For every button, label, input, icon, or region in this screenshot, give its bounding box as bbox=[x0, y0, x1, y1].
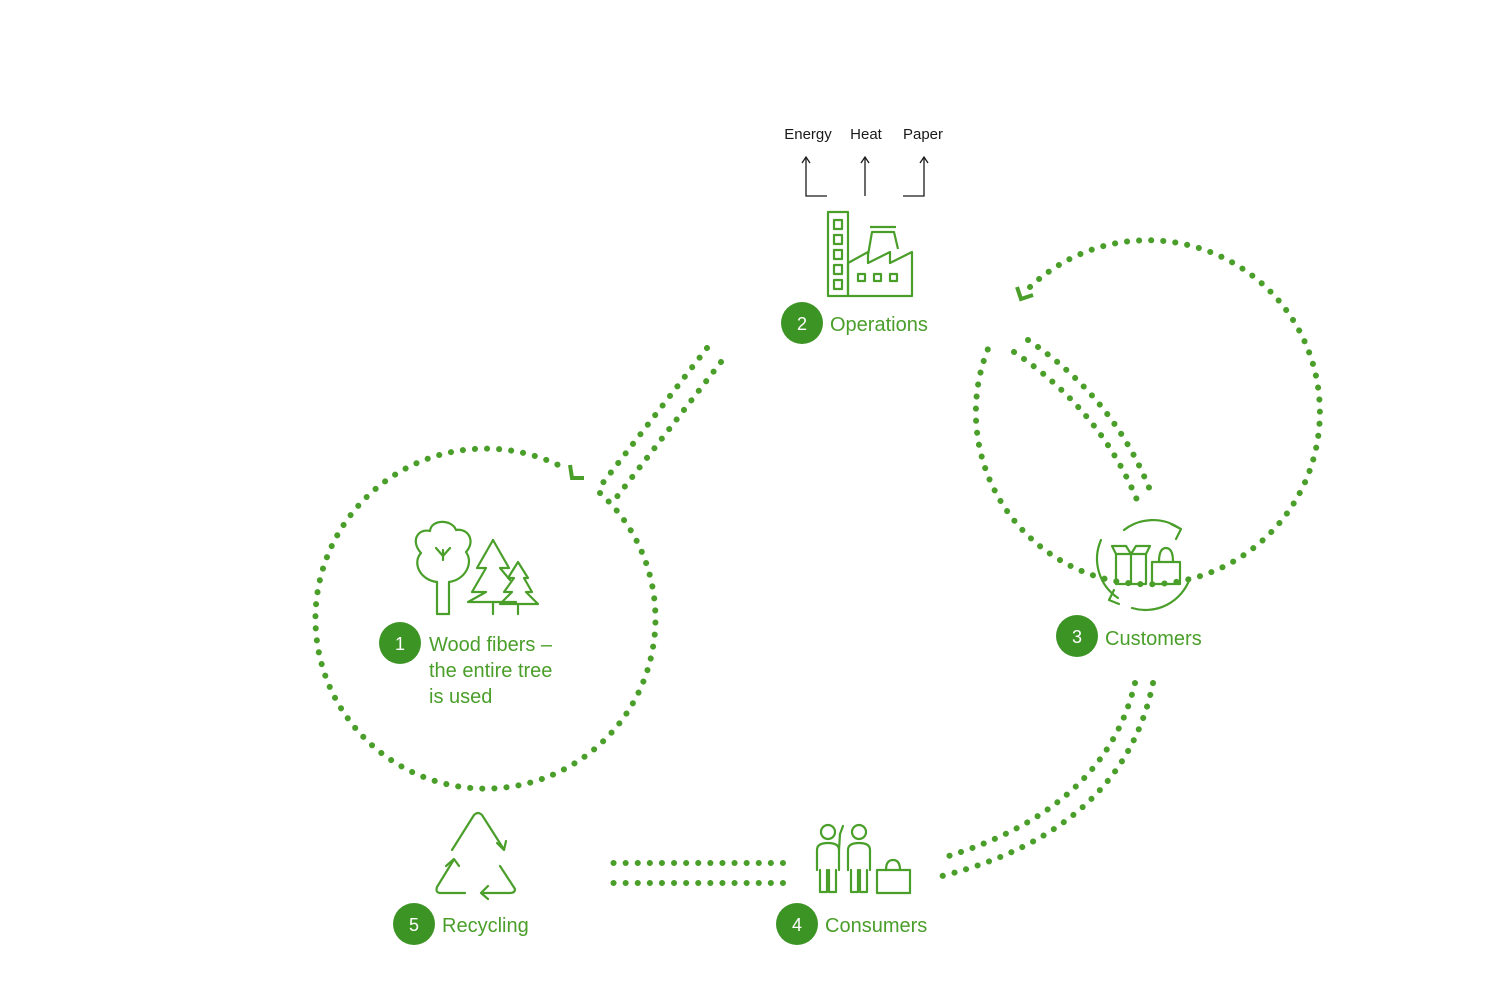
badge-consumers bbox=[776, 903, 818, 945]
link-operations-customers-a bbox=[1011, 349, 1140, 503]
link-operations-wood-b bbox=[613, 359, 724, 501]
operations-circle bbox=[972, 237, 1323, 588]
arrowhead-operations-icon bbox=[1015, 286, 1034, 302]
label-customers: Customers bbox=[1105, 628, 1202, 650]
recycle-icon bbox=[435, 811, 517, 901]
link-operations-wood-a bbox=[599, 345, 710, 487]
label-consumers: Consumers bbox=[825, 915, 927, 937]
label-wood-line2: the entire tree bbox=[429, 660, 552, 682]
boxes-bag-icon bbox=[1096, 518, 1192, 612]
link-customers-consumers-a bbox=[939, 680, 1138, 861]
link-customers-consumers-b bbox=[939, 680, 1156, 879]
arrow-energy-icon bbox=[801, 155, 827, 197]
label-wood-line1: Wood fibers – bbox=[429, 634, 553, 656]
badge-wood bbox=[379, 622, 421, 664]
label-wood-line3: is used bbox=[429, 686, 492, 708]
badge-wood-number: 1 bbox=[395, 634, 405, 654]
people-bag-icon bbox=[815, 823, 912, 895]
arrowhead-wood-icon bbox=[568, 464, 584, 480]
dotted-circles bbox=[312, 237, 1323, 886]
arrowheads bbox=[568, 286, 1034, 480]
output-heat: Heat bbox=[850, 126, 883, 143]
wood-circle bbox=[312, 445, 659, 792]
badge-operations bbox=[781, 302, 823, 344]
arrow-paper-icon bbox=[903, 155, 929, 197]
badge-consumers-number: 4 bbox=[792, 915, 802, 935]
badge-operations-number: 2 bbox=[797, 314, 807, 334]
link-operations-customers-b bbox=[1025, 337, 1156, 501]
label-recycling: Recycling bbox=[442, 915, 529, 937]
arrow-heat-icon bbox=[860, 155, 870, 196]
output-energy: Energy bbox=[784, 126, 832, 143]
trees-icon bbox=[414, 520, 540, 616]
badge-customers bbox=[1056, 615, 1098, 657]
step-labels: Operations Wood fibers – the entire tree… bbox=[429, 314, 1202, 937]
output-paper: Paper bbox=[903, 126, 943, 143]
factory-icon bbox=[826, 210, 914, 298]
label-operations: Operations bbox=[830, 314, 928, 336]
badge-recycling-number: 5 bbox=[409, 915, 419, 935]
badges: 2 1 3 4 5 bbox=[379, 302, 1098, 945]
badge-recycling bbox=[393, 903, 435, 945]
outputs: Energy Heat Paper bbox=[784, 126, 943, 197]
badge-customers-number: 3 bbox=[1072, 627, 1082, 647]
